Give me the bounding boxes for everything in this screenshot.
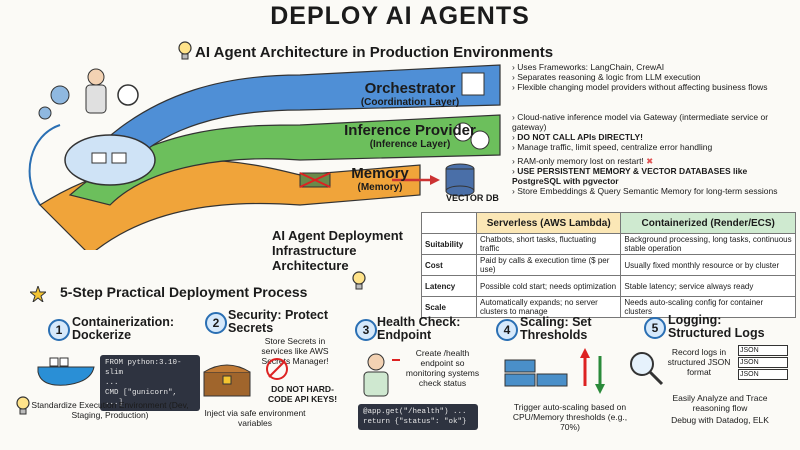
memory-label: Memory (Memory) bbox=[340, 165, 420, 193]
layer-name: Memory bbox=[351, 165, 409, 182]
orchestrator-label: Orchestrator (Coordination Layer) bbox=[320, 80, 500, 108]
step-title: Containerization: Dockerize bbox=[72, 315, 175, 342]
note-item: › RAM-only memory lost on restart! ✖ bbox=[512, 156, 654, 166]
table-header: Containerized (Render/ECS) bbox=[620, 212, 796, 234]
code-block: @app.get("/health") ...return {"status":… bbox=[358, 404, 478, 430]
row-label: Scale bbox=[421, 296, 477, 318]
note-item: › Flexible changing model providers with… bbox=[512, 82, 768, 92]
lightbulb-icon bbox=[178, 41, 192, 60]
table-row: Scale Automatically expands; no server c… bbox=[421, 296, 796, 318]
code-block: FROM python:3.10-slim...CMD ["gunicorn",… bbox=[100, 355, 200, 411]
comparison-table: Serverless (AWS Lambda) Containerized (R… bbox=[421, 212, 796, 318]
row-label: Suitability bbox=[421, 233, 477, 255]
step-number: 4 bbox=[496, 319, 518, 341]
row-label: Cost bbox=[421, 254, 477, 276]
layer-sub: (Coordination Layer) bbox=[360, 97, 460, 108]
warning-text: DO NOT HARD-CODE API KEYS! bbox=[267, 384, 338, 404]
step-title: Logging: Structured Logs bbox=[668, 313, 765, 340]
table-cell: Chatbots, short tasks, fluctuating traff… bbox=[475, 233, 622, 255]
note-item: › Cloud-native inference model via Gatew… bbox=[512, 112, 769, 132]
table-row: Suitability Chatbots, short tasks, fluct… bbox=[421, 233, 796, 255]
inference-label: Inference Provider (Inference Layer) bbox=[320, 122, 500, 150]
person-icon bbox=[87, 68, 105, 86]
lightbulb-icon bbox=[16, 396, 30, 415]
table-cell: Needs auto-scaling config for container … bbox=[620, 296, 796, 318]
api-bubble bbox=[470, 130, 490, 150]
table-cell: Possible cold start; needs optimization bbox=[475, 275, 622, 297]
layer-sub: (Inference Layer) bbox=[369, 139, 451, 150]
treasure-chest-icon bbox=[203, 364, 251, 397]
orchestrator-ribbon bbox=[78, 64, 501, 176]
step-text: Trigger auto-scaling based on CPU/Memory… bbox=[512, 402, 628, 432]
json-docs-icon: JSON JSON JSON bbox=[738, 345, 788, 380]
layer-sub: (Memory) bbox=[357, 182, 403, 193]
table-cell: Stable latency; service always ready bbox=[620, 275, 796, 297]
table-row: Cost Paid by calls & execution time ($ p… bbox=[421, 254, 796, 276]
note-item: › Separates reasoning & logic from LLM e… bbox=[512, 72, 701, 82]
note-item: › Manage traffic, limit speed, centraliz… bbox=[512, 142, 713, 152]
gear-icon bbox=[50, 85, 70, 105]
step-number: 5 bbox=[644, 317, 666, 339]
step-text: Standardize Execution Environment (Dev, … bbox=[31, 400, 189, 420]
table-header: Serverless (AWS Lambda) bbox=[475, 212, 622, 234]
step-text: Record logs in structured JSON format bbox=[667, 347, 731, 377]
containers-scaling-icon bbox=[504, 348, 605, 394]
step-title: Health Check: Endpoint bbox=[377, 315, 461, 342]
step-title: Security: Protect Secrets bbox=[228, 308, 329, 335]
eye-slash-icon bbox=[266, 358, 288, 380]
layer-name: Inference Provider bbox=[344, 122, 476, 139]
doctor-icon bbox=[363, 353, 400, 397]
step-text: Inject via safe environment variables bbox=[204, 408, 306, 428]
docker-whale-icon bbox=[37, 357, 95, 386]
note-item: › USE PERSISTENT MEMORY & VECTOR DATABAS… bbox=[512, 166, 748, 186]
user-avatar-icon bbox=[461, 72, 485, 96]
inference-notes: › Cloud-native inference model via Gatew… bbox=[512, 112, 797, 152]
x-icon: ✖ bbox=[646, 156, 654, 166]
step-title: Scaling: Set Thresholds bbox=[520, 315, 592, 342]
star-icon bbox=[30, 286, 46, 302]
step-text: Store Secrets in services like AWS Secre… bbox=[261, 336, 329, 366]
vector-db-label: VECTOR DB bbox=[446, 193, 499, 203]
process-title: 5-Step Practical Deployment Process bbox=[60, 284, 308, 300]
swirl-arrow bbox=[28, 124, 61, 206]
main-title: DEPLOY AI AGENTS bbox=[270, 2, 530, 30]
table-cell: Usually fixed monthly resource or by clu… bbox=[620, 254, 796, 276]
note-item: › DO NOT CALL APIs DIRECTLY! bbox=[512, 132, 643, 142]
cloud-icon bbox=[64, 134, 156, 186]
table-row: Latency Possible cold start; needs optim… bbox=[421, 275, 796, 297]
orchestrator-notes: › Uses Frameworks: LangChain, CrewAI › S… bbox=[512, 62, 797, 92]
table-cell: Automatically expands; no server cluster… bbox=[475, 296, 622, 318]
deploy-arch-title: AI Agent Deployment Infrastructure Archi… bbox=[272, 228, 403, 273]
architecture-diagram bbox=[28, 64, 501, 250]
magnifier-icon bbox=[630, 352, 664, 386]
step-text: Create /health endpoint so monitoring sy… bbox=[405, 348, 480, 388]
subtitle: AI Agent Architecture in Production Envi… bbox=[195, 44, 554, 61]
row-label: Latency bbox=[421, 275, 477, 297]
table-cell: Background processing, long tasks, conti… bbox=[620, 233, 796, 255]
table-header bbox=[421, 212, 477, 234]
step-number: 1 bbox=[48, 319, 70, 341]
step-text: Easily Analyze and Trace reasoning flow bbox=[672, 393, 768, 413]
table-cell: Paid by calls & execution time ($ per us… bbox=[475, 254, 622, 276]
gear-icon bbox=[38, 106, 52, 120]
step-number: 3 bbox=[355, 319, 377, 341]
memory-notes: › RAM-only memory lost on restart! ✖ › U… bbox=[512, 156, 797, 196]
note-item: › Uses Frameworks: LangChain, CrewAI bbox=[512, 62, 665, 72]
api-bubble bbox=[453, 122, 473, 142]
step-text: Debug with Datadog, ELK bbox=[671, 415, 769, 425]
layer-name: Orchestrator bbox=[364, 80, 456, 97]
step-number: 2 bbox=[205, 312, 227, 334]
compass-icon bbox=[117, 84, 139, 106]
note-item: › Store Embeddings & Query Semantic Memo… bbox=[512, 186, 778, 196]
table-header-row: Serverless (AWS Lambda) Containerized (R… bbox=[421, 212, 796, 234]
lightbulb-icon bbox=[352, 271, 366, 290]
